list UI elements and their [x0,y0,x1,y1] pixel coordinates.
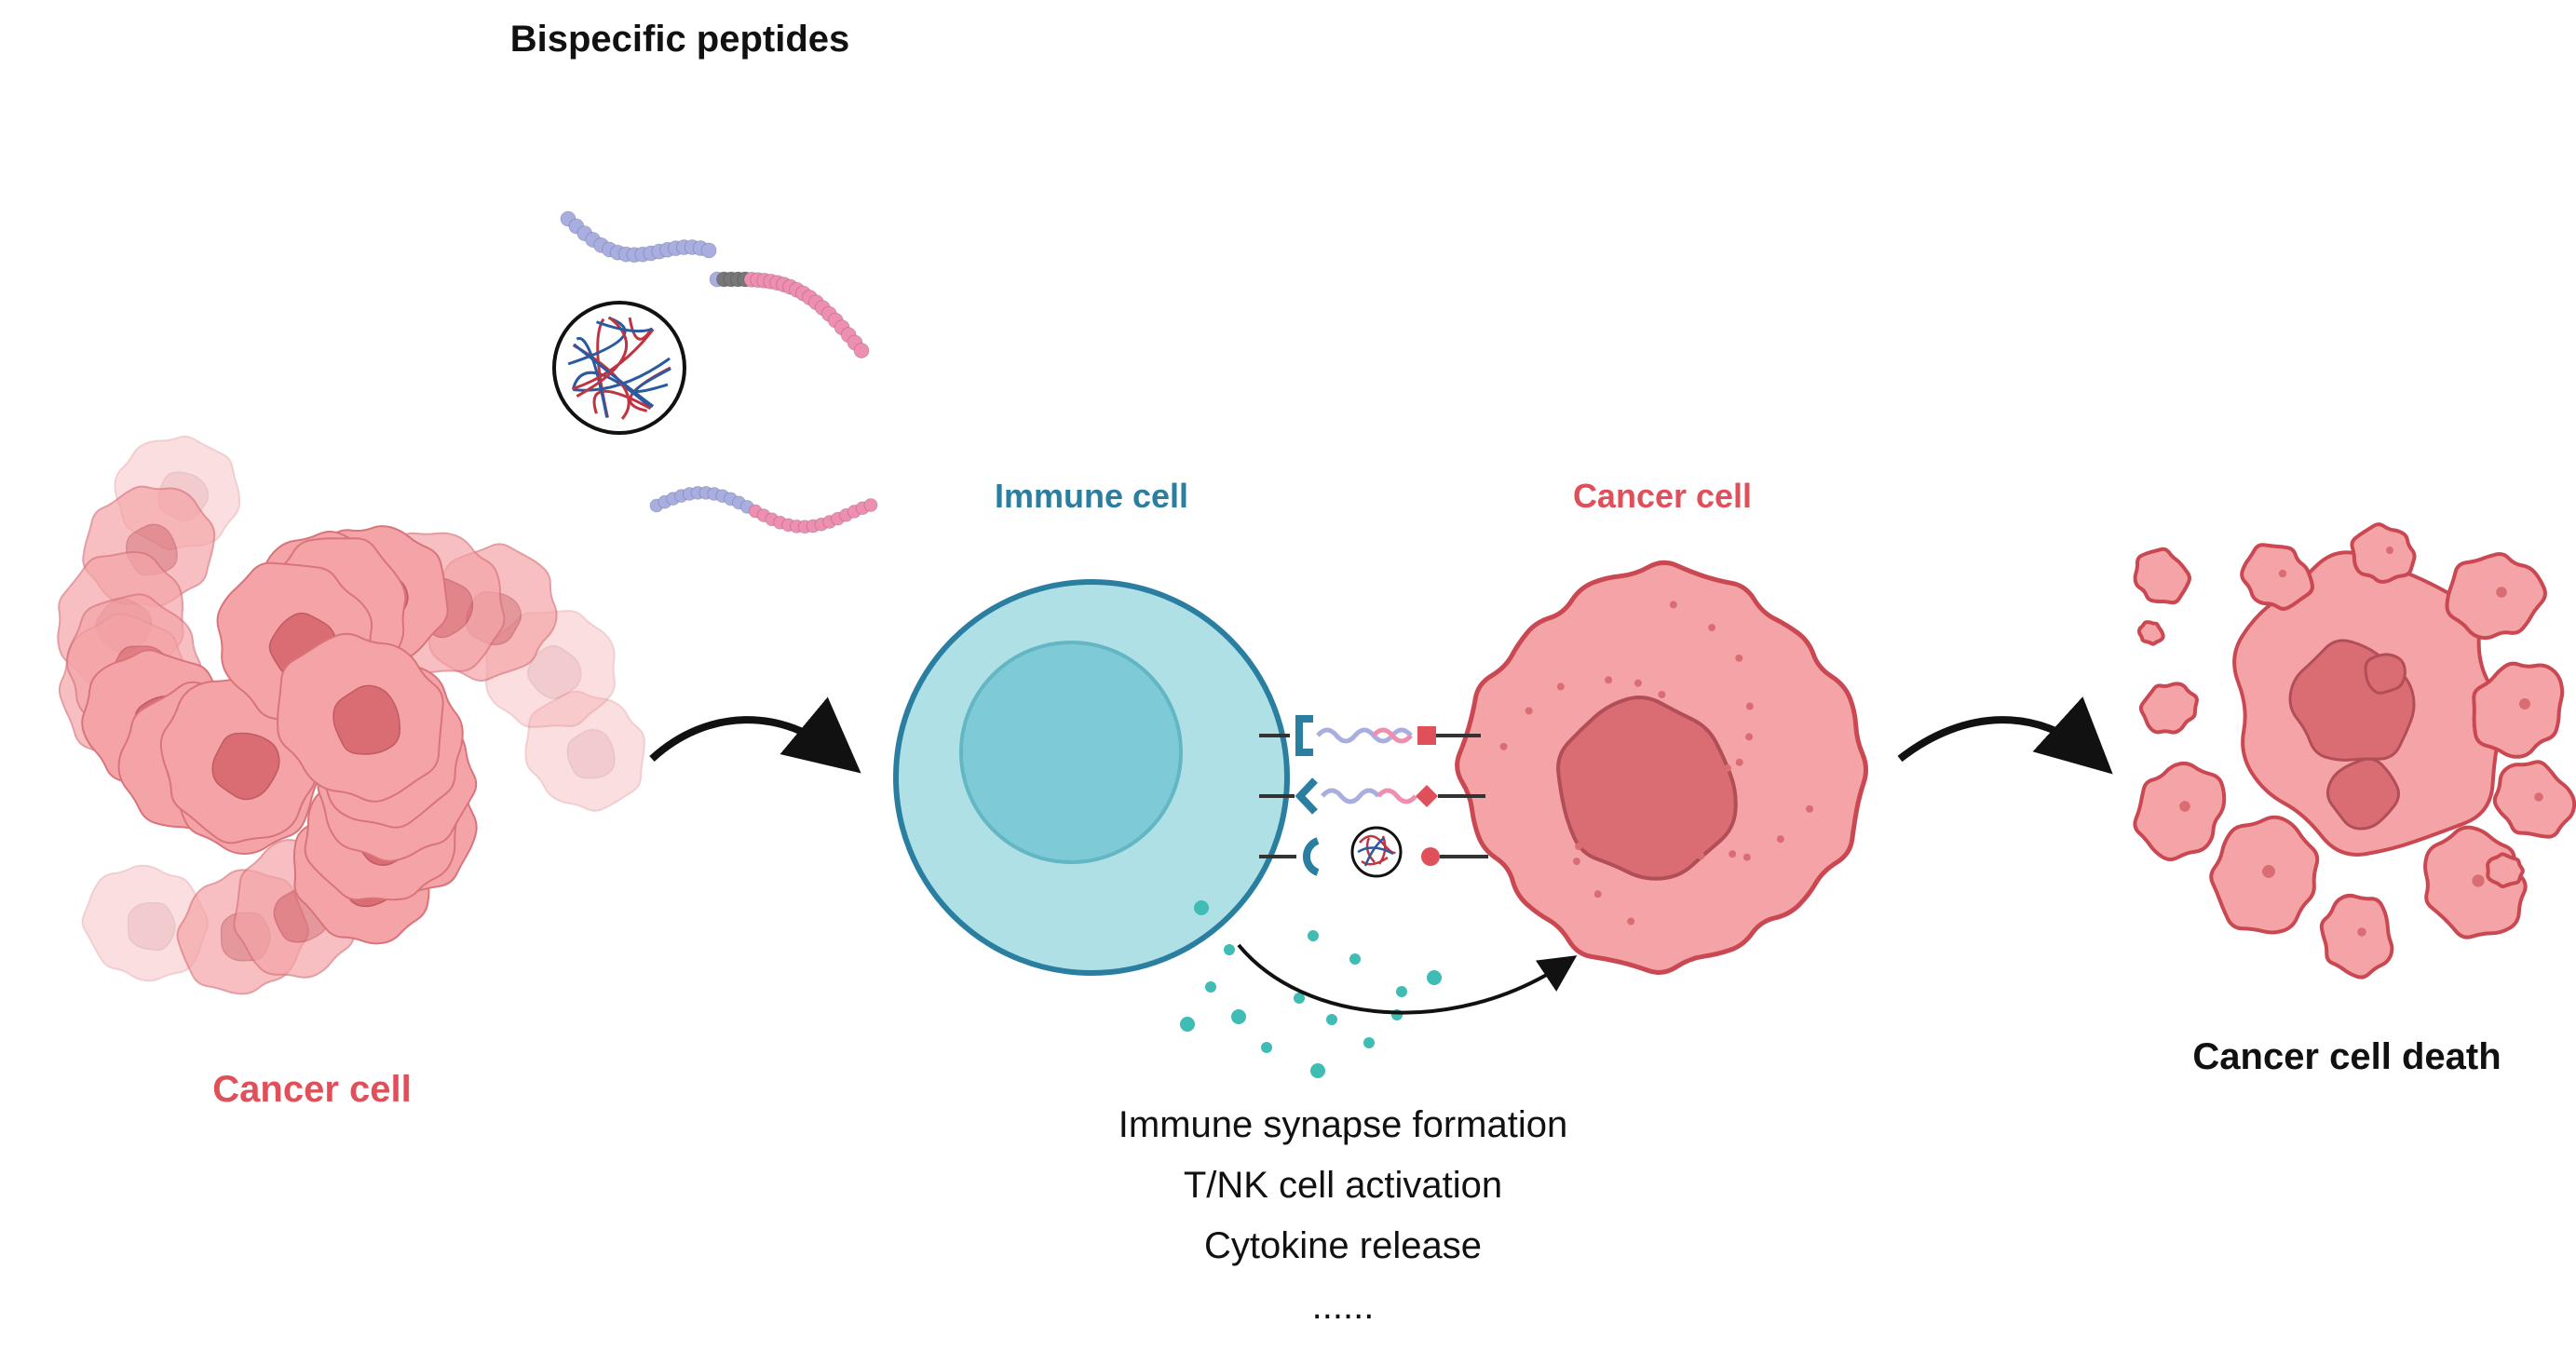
cytokine-particle [1308,930,1319,941]
cytokine-particle [1294,993,1305,1004]
effect-cytokine-release: Cytokine release [1204,1225,1482,1266]
bridge-receptor-3 [1259,826,1488,878]
peptide-ball [552,301,686,435]
target-cancer-nucleus [1556,695,1738,881]
cell-fragment [2133,547,2191,605]
target-cancer-granules [1499,601,1814,925]
bridge-receptor-2 [1259,777,1485,815]
bridge-receptor-1 [1259,715,1481,756]
tumor-cell [81,864,209,982]
effect-cell-activation: T/NK cell activation [1184,1165,1502,1206]
cell-fragment [2209,815,2320,935]
peptide-chain-long [560,210,870,358]
effect-ellipsis: ...... [1312,1286,1375,1327]
cell-fragment [2319,893,2394,979]
peptide-ball-tangle [567,316,671,420]
tumor-cell-cluster [57,435,645,995]
dying-cell-nucleus-fragment [2325,757,2400,831]
cytokine-particle [1427,970,1442,985]
cytokine-particle [1224,944,1235,955]
title-bispecific-peptides: Bispecific peptides [510,19,850,60]
cell-fragment [2472,661,2565,759]
cell-fragment [2492,760,2576,839]
peptide-bead [853,342,870,358]
cell-fragment [2133,761,2227,861]
peptide-bead [863,497,878,512]
label-immune-cell: Immune cell [995,477,1188,515]
cytokine-arrow [1237,943,1578,1015]
cytokine-particle [1261,1042,1272,1053]
cytokine-particle [1349,953,1361,965]
bispecific-peptides-illustration [552,210,878,534]
cell-fragment [2445,551,2547,641]
effects-list: Immune synapse formation T/NK cell activ… [1119,1104,1567,1327]
arrow-to-synapse [649,696,861,774]
cytokine-particle [1363,1037,1375,1048]
immune-cell-nucleus [959,641,1183,864]
cytokine-particle [1396,986,1407,997]
cell-fragment [2486,852,2525,889]
cytokine-particle [1310,1063,1325,1078]
cell-fragment [2350,522,2417,584]
cytokine-particle [1194,900,1209,915]
cytokine-particle [1231,1009,1246,1024]
tumor-cell [524,690,645,812]
tumor-cell [277,632,444,803]
cytokine-particle [1326,1014,1337,1025]
cell-fragment [2240,543,2314,611]
synapse-bridges [1259,715,1488,878]
dying-cell-nucleus-fragment [2364,653,2407,695]
peptide-chain-short [649,485,878,534]
arrow-to-death [1897,696,2113,775]
label-cancer-cell-death: Cancer cell death [2192,1036,2501,1077]
dying-cancer-cell-fragments [2133,522,2576,979]
label-target-cancer-cell: Cancer cell [1573,477,1752,515]
peptide-bead [700,242,717,259]
target-cancer-cell [1455,560,1868,975]
cytokine-particle [1180,1017,1195,1032]
cell-fragment [2136,620,2165,646]
effect-immune-synapse: Immune synapse formation [1119,1104,1567,1145]
cell-fragment [2138,682,2199,735]
cytokine-particle [1205,981,1216,993]
label-left-cancer-cell: Cancer cell [212,1069,411,1110]
immune-cell [893,579,1290,976]
